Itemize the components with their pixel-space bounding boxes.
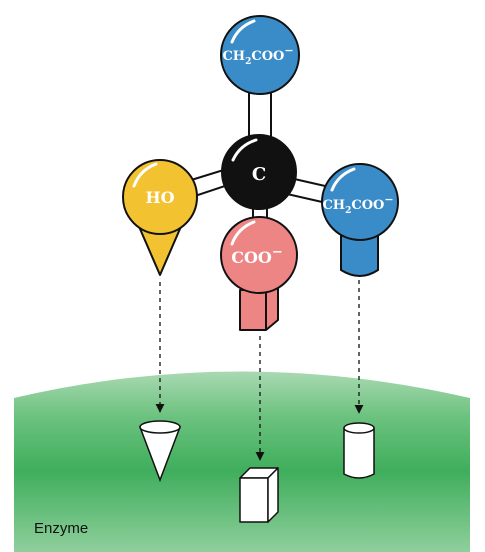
cone-site [138, 420, 182, 483]
enzyme-label: Enzyme [34, 520, 88, 537]
front-coo-group: COO− [220, 216, 298, 331]
coo-label: COO− [231, 245, 283, 267]
right-ch2coo-group: CH2COO− [321, 163, 399, 277]
top-ch2coo-group: CH2COO− [220, 15, 300, 95]
left-ho-group: HO [122, 159, 198, 276]
ho-label: HO [145, 188, 174, 207]
box-site [239, 467, 279, 523]
enzyme-surface [14, 371, 470, 552]
cylinder-site [343, 422, 375, 479]
right-group-label: CH2COO− [322, 193, 393, 216]
top-group-label: CH2COO− [222, 44, 293, 67]
central-carbon: C [221, 134, 297, 210]
dashed-arrows [155, 280, 364, 461]
carbon-label: C [252, 164, 266, 185]
